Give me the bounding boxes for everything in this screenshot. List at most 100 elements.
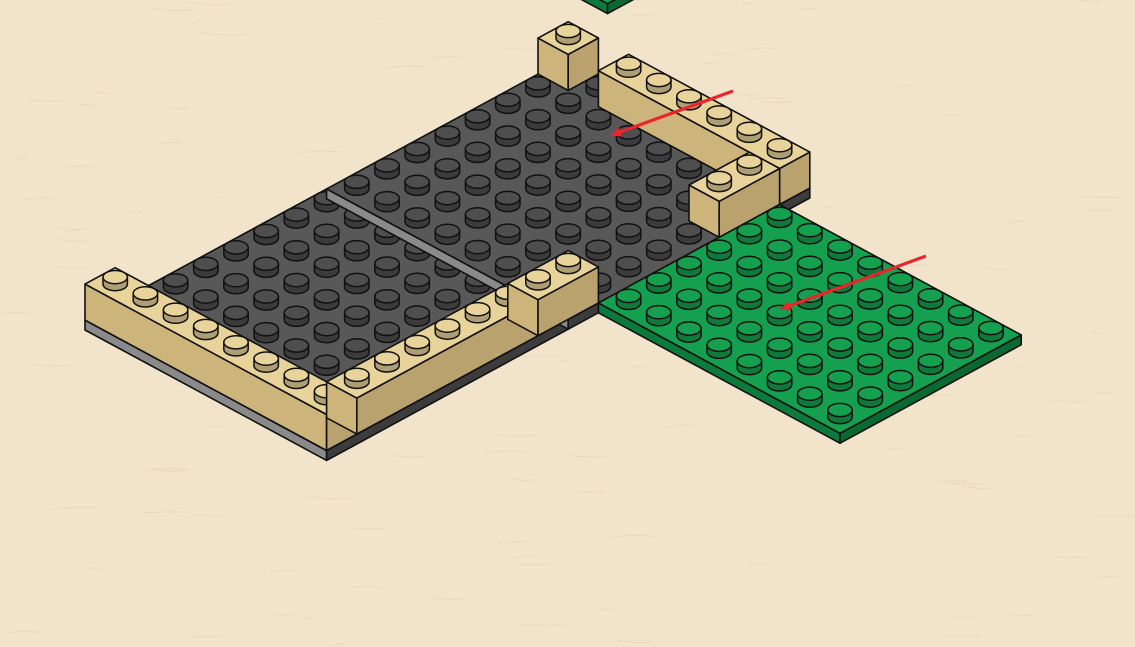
green-plate-attached-stud <box>918 289 942 309</box>
gray-plate-left-stud <box>314 323 338 343</box>
gray-plate-right-stud <box>375 159 399 179</box>
gray-plate-right-stud <box>586 240 610 260</box>
tan-brick-1x8-left-side-stud <box>194 319 218 339</box>
tan-brick-1x2-right-corner-stud <box>737 155 761 175</box>
green-plate-attached-stud <box>707 273 731 293</box>
gray-plate-left-stud <box>254 290 278 310</box>
green-plate-attached-stud <box>858 387 882 407</box>
tan-brick-1x6-front-stud <box>465 303 489 323</box>
gray-plate-left-stud <box>224 274 248 294</box>
gray-plate-left-stud <box>194 257 218 277</box>
green-plate-attached-stud <box>918 354 942 374</box>
gray-plate-right-stud <box>586 110 610 130</box>
gray-plate-left-stud <box>284 339 308 359</box>
green-plate-attached-stud <box>737 322 761 342</box>
gray-plate-right-stud <box>435 224 459 244</box>
gray-plate-right-stud <box>556 126 580 146</box>
gray-plate-right-stud <box>465 110 489 130</box>
green-plate-attached-stud <box>858 322 882 342</box>
green-plate-attached-stud <box>707 306 731 326</box>
green-plate-attached-stud <box>767 338 791 358</box>
gray-plate-left-stud <box>314 257 338 277</box>
green-plate-attached-stud <box>737 224 761 244</box>
gray-plate-right-stud <box>526 77 550 97</box>
gray-plate-left-stud <box>254 323 278 343</box>
gray-plate-right-stud <box>616 224 640 244</box>
gray-plate-right-stud <box>616 257 640 277</box>
gray-plate-right-stud <box>345 175 369 195</box>
tan-brick-1x2-front-corner-stud <box>556 253 580 273</box>
gray-plate-right-stud <box>496 159 520 179</box>
tan-brick-1x6-right-stud <box>767 139 791 159</box>
gray-plate-right-stud <box>526 175 550 195</box>
green-plate-attached-stud <box>767 207 791 227</box>
green-plate-attached-stud <box>918 322 942 342</box>
green-plate-attached-stud <box>707 338 731 358</box>
tan-brick-1x2-right-corner-stud <box>707 171 731 191</box>
gray-plate-right-stud <box>556 191 580 211</box>
green-plate-attached-stud <box>858 354 882 374</box>
gray-plate-left-stud <box>345 241 369 261</box>
gray-plate-right-stud <box>677 158 701 178</box>
gray-plate-right-stud <box>405 175 429 195</box>
gray-plate-right-stud <box>647 175 671 195</box>
gray-plate-right-stud <box>465 142 489 162</box>
gray-plate-left-stud <box>284 208 308 228</box>
gray-plate-right-stud <box>526 142 550 162</box>
gray-plate-left-stud <box>375 322 399 342</box>
gray-plate-right-stud <box>496 224 520 244</box>
green-plate-attached-stud <box>677 289 701 309</box>
gray-plate-right-stud <box>375 192 399 212</box>
green-plate-attached-stud <box>828 338 852 358</box>
gray-plate-right-stud <box>526 240 550 260</box>
gray-plate-right-stud <box>465 175 489 195</box>
green-plate-attached-stud <box>949 305 973 325</box>
tan-brick-1x6-right-stud <box>707 106 731 126</box>
gray-plate-left-stud <box>405 273 429 293</box>
green-plate-attached-stud <box>767 273 791 293</box>
gray-plate-right-stud <box>586 175 610 195</box>
tan-brick-1x6-front-stud <box>345 368 369 388</box>
gray-plate-left-stud <box>345 273 369 293</box>
green-plate-attached-stud <box>828 403 852 423</box>
gray-plate-right-stud <box>496 257 520 277</box>
gray-plate-right-stud <box>586 208 610 228</box>
green-plate-attached-stud <box>828 240 852 260</box>
gray-plate-right-stud <box>465 241 489 261</box>
green-plate-attached-stud <box>888 371 912 391</box>
green-plate-attached-stud <box>888 338 912 358</box>
gray-plate-left-stud <box>314 224 338 244</box>
green-plate-attached-stud <box>767 371 791 391</box>
green-plate-attached-stud <box>858 289 882 309</box>
tan-brick-1x6-right-stud <box>737 122 761 142</box>
gray-plate-left-stud <box>314 355 338 375</box>
green-plate-attached-stud <box>737 289 761 309</box>
tan-brick-1x6-front-stud <box>435 319 459 339</box>
tan-brick-1x2-front-corner-stud <box>526 270 550 290</box>
gray-plate-left-stud <box>345 339 369 359</box>
gray-plate-right-stud <box>465 208 489 228</box>
green-plate-attached-stud <box>616 289 640 309</box>
green-plate-attached-stud <box>798 354 822 374</box>
gray-plate-right-stud <box>616 191 640 211</box>
gray-plate-right-stud <box>616 159 640 179</box>
gray-plate-right-stud <box>435 126 459 146</box>
green-plate-attached-stud <box>888 273 912 293</box>
gray-plate-left-stud <box>375 290 399 310</box>
gray-plate-left-stud <box>435 290 459 310</box>
gray-plate-right-stud <box>526 208 550 228</box>
gray-plate-left-stud <box>163 274 187 294</box>
green-plate-attached-stud <box>979 321 1003 341</box>
gray-plate-right-stud <box>647 208 671 228</box>
gray-plate-right-stud <box>435 192 459 212</box>
gray-plate-left-stud <box>284 241 308 261</box>
gray-plate-right-stud <box>647 142 671 162</box>
gray-plate-left-stud <box>345 306 369 326</box>
green-plate-attached-stud <box>828 305 852 325</box>
green-plate-attached-stud <box>798 224 822 244</box>
green-plate-attached-stud <box>798 322 822 342</box>
gray-plate-right-stud <box>647 240 671 260</box>
tan-brick-1x8-left-side-stud <box>103 271 127 291</box>
tan-brick-1x8-left-side-stud <box>133 287 157 307</box>
